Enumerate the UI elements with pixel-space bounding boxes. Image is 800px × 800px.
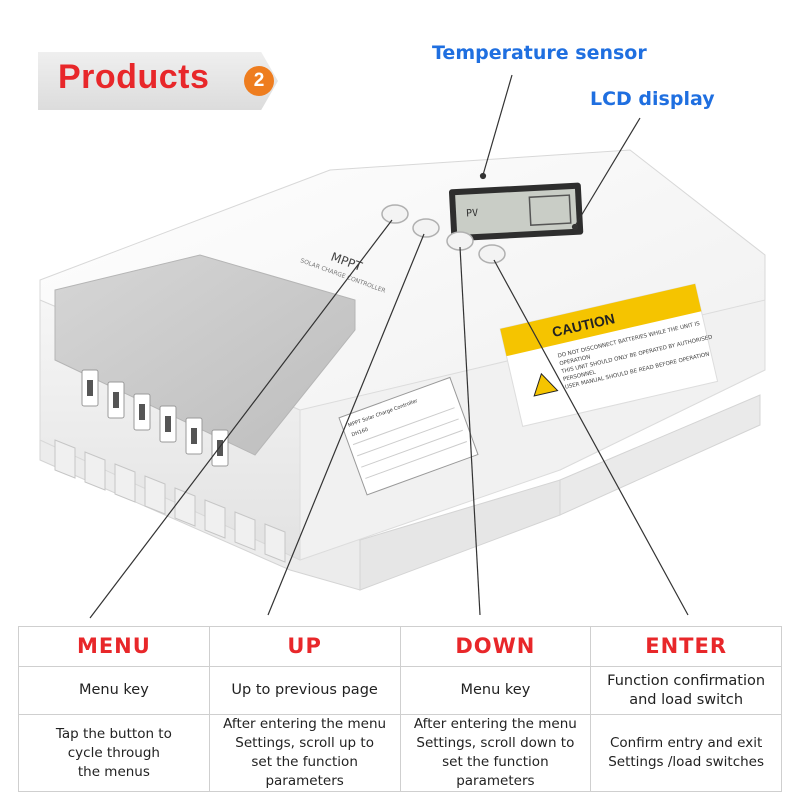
lcd-pv-text: PV: [466, 208, 479, 220]
heatsink-fins: [54, 439, 286, 563]
lcd-display: PV: [448, 182, 584, 242]
header-down: DOWN: [399, 626, 592, 667]
caution-sticker: CAUTION DO NOT DISCONNECT BATTERIES WHIL…: [499, 283, 719, 427]
front-buttons: [381, 204, 506, 264]
terminal-cover: [54, 254, 356, 456]
temperature-sensor-callout: Temperature sensor: [432, 42, 647, 64]
header-menu: MENU: [18, 626, 210, 667]
products-badge: [38, 52, 278, 110]
product-label: MPPT Solar Charge Controller DH160: [338, 376, 479, 496]
button-function-table: MENU UP DOWN ENTER Menu key Up to previo…: [18, 626, 782, 792]
header-up: UP: [208, 626, 401, 667]
svg-text:DH160: DH160: [351, 427, 369, 439]
menu-short: Menu key: [18, 666, 210, 715]
callout-lines: [89, 74, 689, 619]
products-number-badge: 2: [244, 66, 274, 96]
terminal-slots: [81, 369, 229, 467]
products-title: Products: [58, 58, 210, 96]
down-short: Menu key: [399, 666, 592, 715]
header-enter: ENTER: [590, 626, 782, 667]
lcd-display-callout: LCD display: [590, 88, 715, 110]
up-short: Up to previous page: [208, 666, 401, 715]
